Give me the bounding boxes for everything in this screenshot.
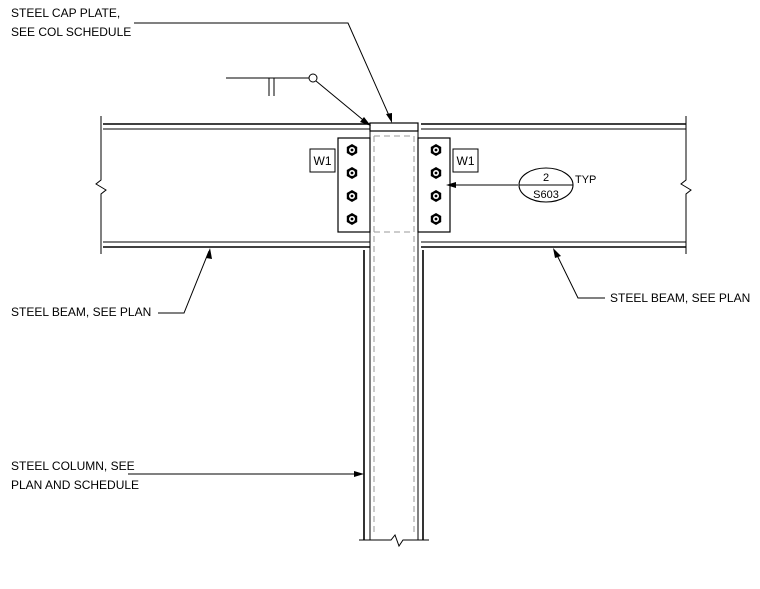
bolt-icon [346, 190, 358, 202]
arrowhead-icon [553, 248, 561, 258]
detail-callout[interactable]: 2 S603 TYP [446, 167, 596, 203]
bolt-icon [346, 213, 358, 225]
weld-tag-right: W1 [452, 148, 479, 173]
bolt-icon [346, 144, 358, 156]
weld-tag-right-label: W1 [457, 154, 475, 168]
right-steel-beam [421, 116, 692, 254]
weld-all-around-icon [308, 73, 318, 83]
bolt-icon [430, 190, 442, 202]
bolt-icon [430, 167, 442, 179]
cap-plate-note-line2: SEE COL SCHEDULE [11, 25, 131, 39]
bolt-icon [346, 167, 358, 179]
bolt-icon [430, 144, 442, 156]
detail-sheet: S603 [533, 189, 559, 201]
left-beam-break-line [95, 116, 107, 254]
weld-arrowhead-icon [360, 117, 371, 126]
column-note-line1: STEEL COLUMN, SEE [11, 459, 135, 473]
left-beam-note: STEEL BEAM, SEE PLAN [11, 248, 212, 319]
column-note: STEEL COLUMN, SEE PLAN AND SCHEDULE [11, 459, 364, 492]
cap-plate-note: STEEL CAP PLATE, SEE COL SCHEDULE [11, 6, 392, 123]
column-note-line2: PLAN AND SCHEDULE [11, 478, 139, 492]
steel-cap-plate [369, 122, 419, 132]
column-break-line [359, 533, 429, 548]
left-beam-note-label: STEEL BEAM, SEE PLAN [11, 305, 151, 319]
right-beam-break-line [680, 116, 692, 254]
detail-number: 2 [543, 172, 549, 184]
bolt-group [346, 144, 442, 225]
weld-tag-left: W1 [309, 148, 336, 173]
detail-typ-label: TYP [575, 174, 596, 186]
cap-plate-note-line1: STEEL CAP PLATE, [11, 6, 120, 20]
arrowhead-icon [386, 113, 392, 123]
right-beam-note-label: STEEL BEAM, SEE PLAN [610, 291, 750, 305]
arrowhead-icon [354, 471, 364, 477]
left-steel-beam [95, 116, 370, 254]
arrowhead-icon [446, 182, 456, 188]
arrowhead-icon [206, 248, 212, 259]
bolt-icon [430, 213, 442, 225]
right-beam-note: STEEL BEAM, SEE PLAN [553, 248, 750, 305]
weld-symbol [226, 73, 371, 126]
weld-tag-left-label: W1 [314, 154, 332, 168]
